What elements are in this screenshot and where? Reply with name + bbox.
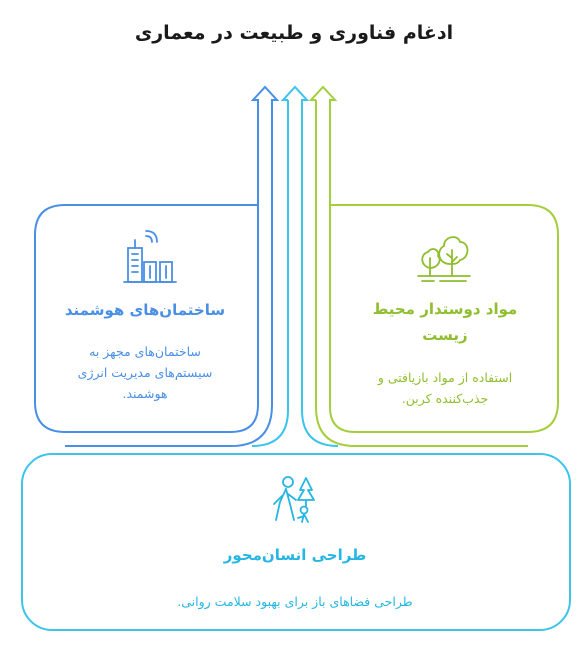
eco-materials-description: استفاده از مواد بازیافتی و .جذب‌کننده کر… bbox=[340, 367, 550, 409]
smart-buildings-outline bbox=[34, 110, 259, 433]
eco-materials-title-line: مواد دوستدار محیط bbox=[372, 300, 518, 318]
blue-arrow bbox=[65, 85, 280, 447]
diagram-title: ادغام فناوری و طبیعت در معماری bbox=[134, 22, 454, 44]
human-centered-title: طراحی انسان‌محور bbox=[223, 546, 367, 564]
human-centered-description: .طراحی فضاهای باز برای بهبود سلامت روانی bbox=[177, 594, 413, 609]
cyan-arrow-left bbox=[251, 100, 289, 447]
smart-building-icon bbox=[123, 230, 177, 283]
smart-buildings-title: ساختمان‌های هوشمند bbox=[64, 301, 226, 319]
smart-buildings-description-line: ساختمان‌های مجهز به bbox=[89, 344, 201, 359]
smart-buildings-description-line: .هوشمند bbox=[122, 386, 168, 401]
green-arrow-stem bbox=[315, 100, 528, 447]
human-centered-outline bbox=[21, 453, 571, 631]
eco-materials-description-line: .جذب‌کننده کربن bbox=[401, 391, 489, 406]
eco-materials-title: مواد دوستدار محیط زیست bbox=[340, 296, 550, 348]
eco-materials-title-line: زیست bbox=[422, 326, 468, 344]
cyan-arrow bbox=[280, 85, 339, 447]
trees-icon bbox=[417, 236, 471, 282]
eco-materials-description-line: استفاده از مواد بازیافتی و bbox=[377, 370, 513, 385]
eco-materials-outline bbox=[308, 85, 559, 433]
smart-buildings-description: ساختمان‌های مجهز به سیستم‌های مدیریت انر… bbox=[40, 341, 250, 404]
smart-buildings-description-line: سیستم‌های مدیریت انرژی bbox=[77, 365, 213, 380]
family-outdoors-icon bbox=[273, 476, 315, 523]
